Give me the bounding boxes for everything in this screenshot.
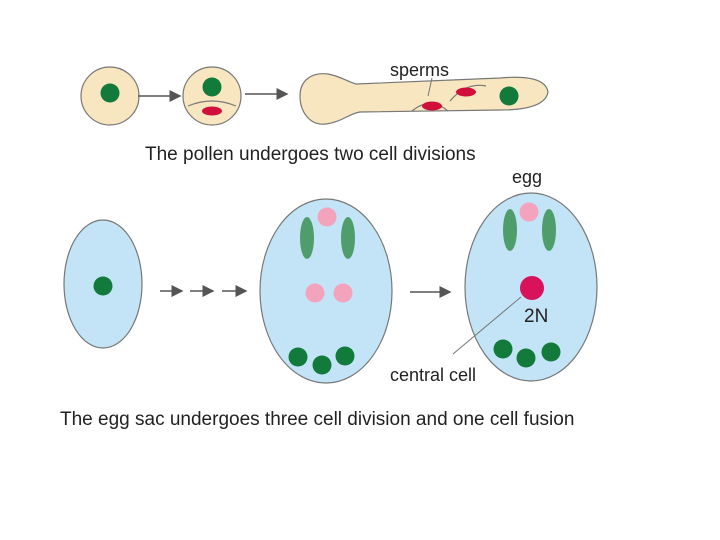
antipodal-2b xyxy=(516,348,536,368)
tube-nucleus xyxy=(202,77,222,97)
pollen-nucleus-1 xyxy=(100,83,120,103)
sperms-label: sperms xyxy=(390,60,449,80)
central-cell-nucleus xyxy=(520,276,544,300)
central-cell-pointer xyxy=(452,296,522,355)
egg-sac-caption: The egg sac undergoes three cell divisio… xyxy=(60,409,574,430)
generative-cell xyxy=(202,106,222,116)
synergid-2 xyxy=(341,217,355,259)
pollen-tube xyxy=(299,73,549,125)
antipodal-1a xyxy=(288,347,308,367)
antipodal-1c xyxy=(335,346,355,366)
polar-nucleus-2 xyxy=(333,283,353,303)
synergid-4 xyxy=(542,209,556,251)
pollen-grain-1 xyxy=(80,66,140,126)
synergid-3 xyxy=(503,209,517,251)
sperms-pointer xyxy=(427,77,433,97)
antipodal-1b xyxy=(312,355,332,375)
egg-sac-3 xyxy=(464,192,598,382)
antipodal-2c xyxy=(541,342,561,362)
egg-nucleus-1 xyxy=(317,207,337,227)
synergid-1 xyxy=(300,217,314,259)
megaspore-nucleus xyxy=(93,276,113,296)
central-cell-label: central cell xyxy=(390,365,476,385)
pollen-grain-2 xyxy=(182,66,242,126)
pollen-caption: The pollen undergoes two cell divisions xyxy=(145,144,476,165)
ploidy-label: 2N xyxy=(524,306,548,327)
egg-label: egg xyxy=(512,167,542,187)
antipodal-2a xyxy=(493,339,513,359)
egg-sac-2 xyxy=(259,198,393,384)
egg-sac-1 xyxy=(63,219,143,349)
egg-cell xyxy=(519,202,539,222)
tube-nucleus-2 xyxy=(499,86,519,106)
sperm-cell-1 xyxy=(422,101,442,111)
sperm-cell-2 xyxy=(456,87,476,97)
polar-nucleus-1 xyxy=(305,283,325,303)
